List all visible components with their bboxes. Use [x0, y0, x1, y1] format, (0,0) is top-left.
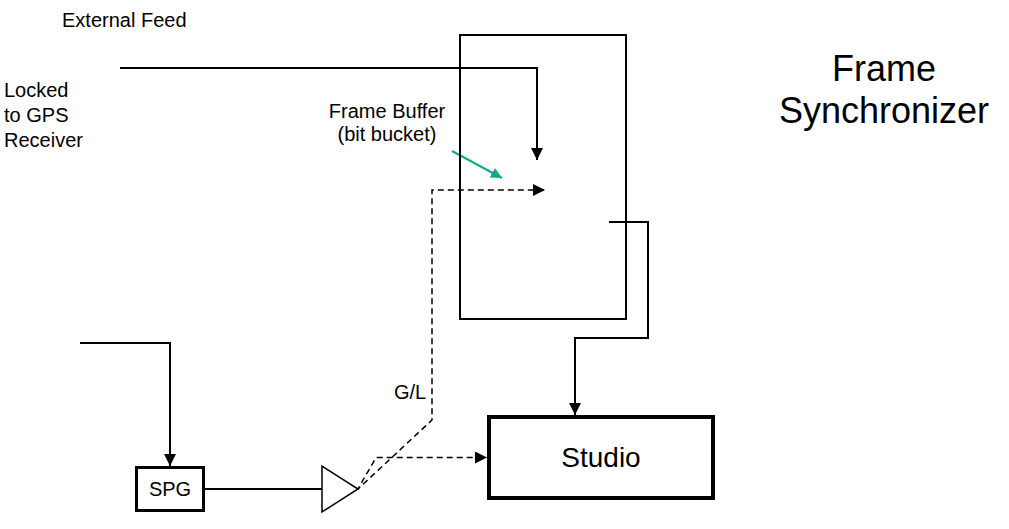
generator-box: SPG [135, 466, 205, 512]
node-text: SPG [149, 477, 191, 501]
valve-stem [583, 200, 585, 213]
synchronizer-box: Frame Buffer (bit bucket)Frame Synchroni… [459, 34, 627, 320]
studio-box: Studio [487, 415, 715, 500]
annotation-label: Locked to GPS Receiver [4, 78, 86, 153]
amplifier-symbol [322, 466, 358, 512]
feed-line [120, 68, 537, 160]
bucket-outline [497, 148, 609, 232]
reference-line [80, 343, 170, 466]
spg-output-wire [205, 488, 322, 490]
bucket-wall [498, 148, 607, 231]
frame-buffer: Frame Buffer (bit bucket) [497, 148, 609, 232]
valve-symbol [570, 192, 598, 200]
node-text: Frame Buffer (bit bucket) [322, 100, 452, 146]
buffer-fill [500, 172, 588, 230]
annotation-label: External Feed [62, 8, 187, 33]
node-text: Studio [561, 442, 640, 474]
node-text: Frame Synchronizer [766, 48, 1002, 132]
signal-label: G/L [394, 380, 426, 405]
bucket-spout [590, 148, 607, 213]
